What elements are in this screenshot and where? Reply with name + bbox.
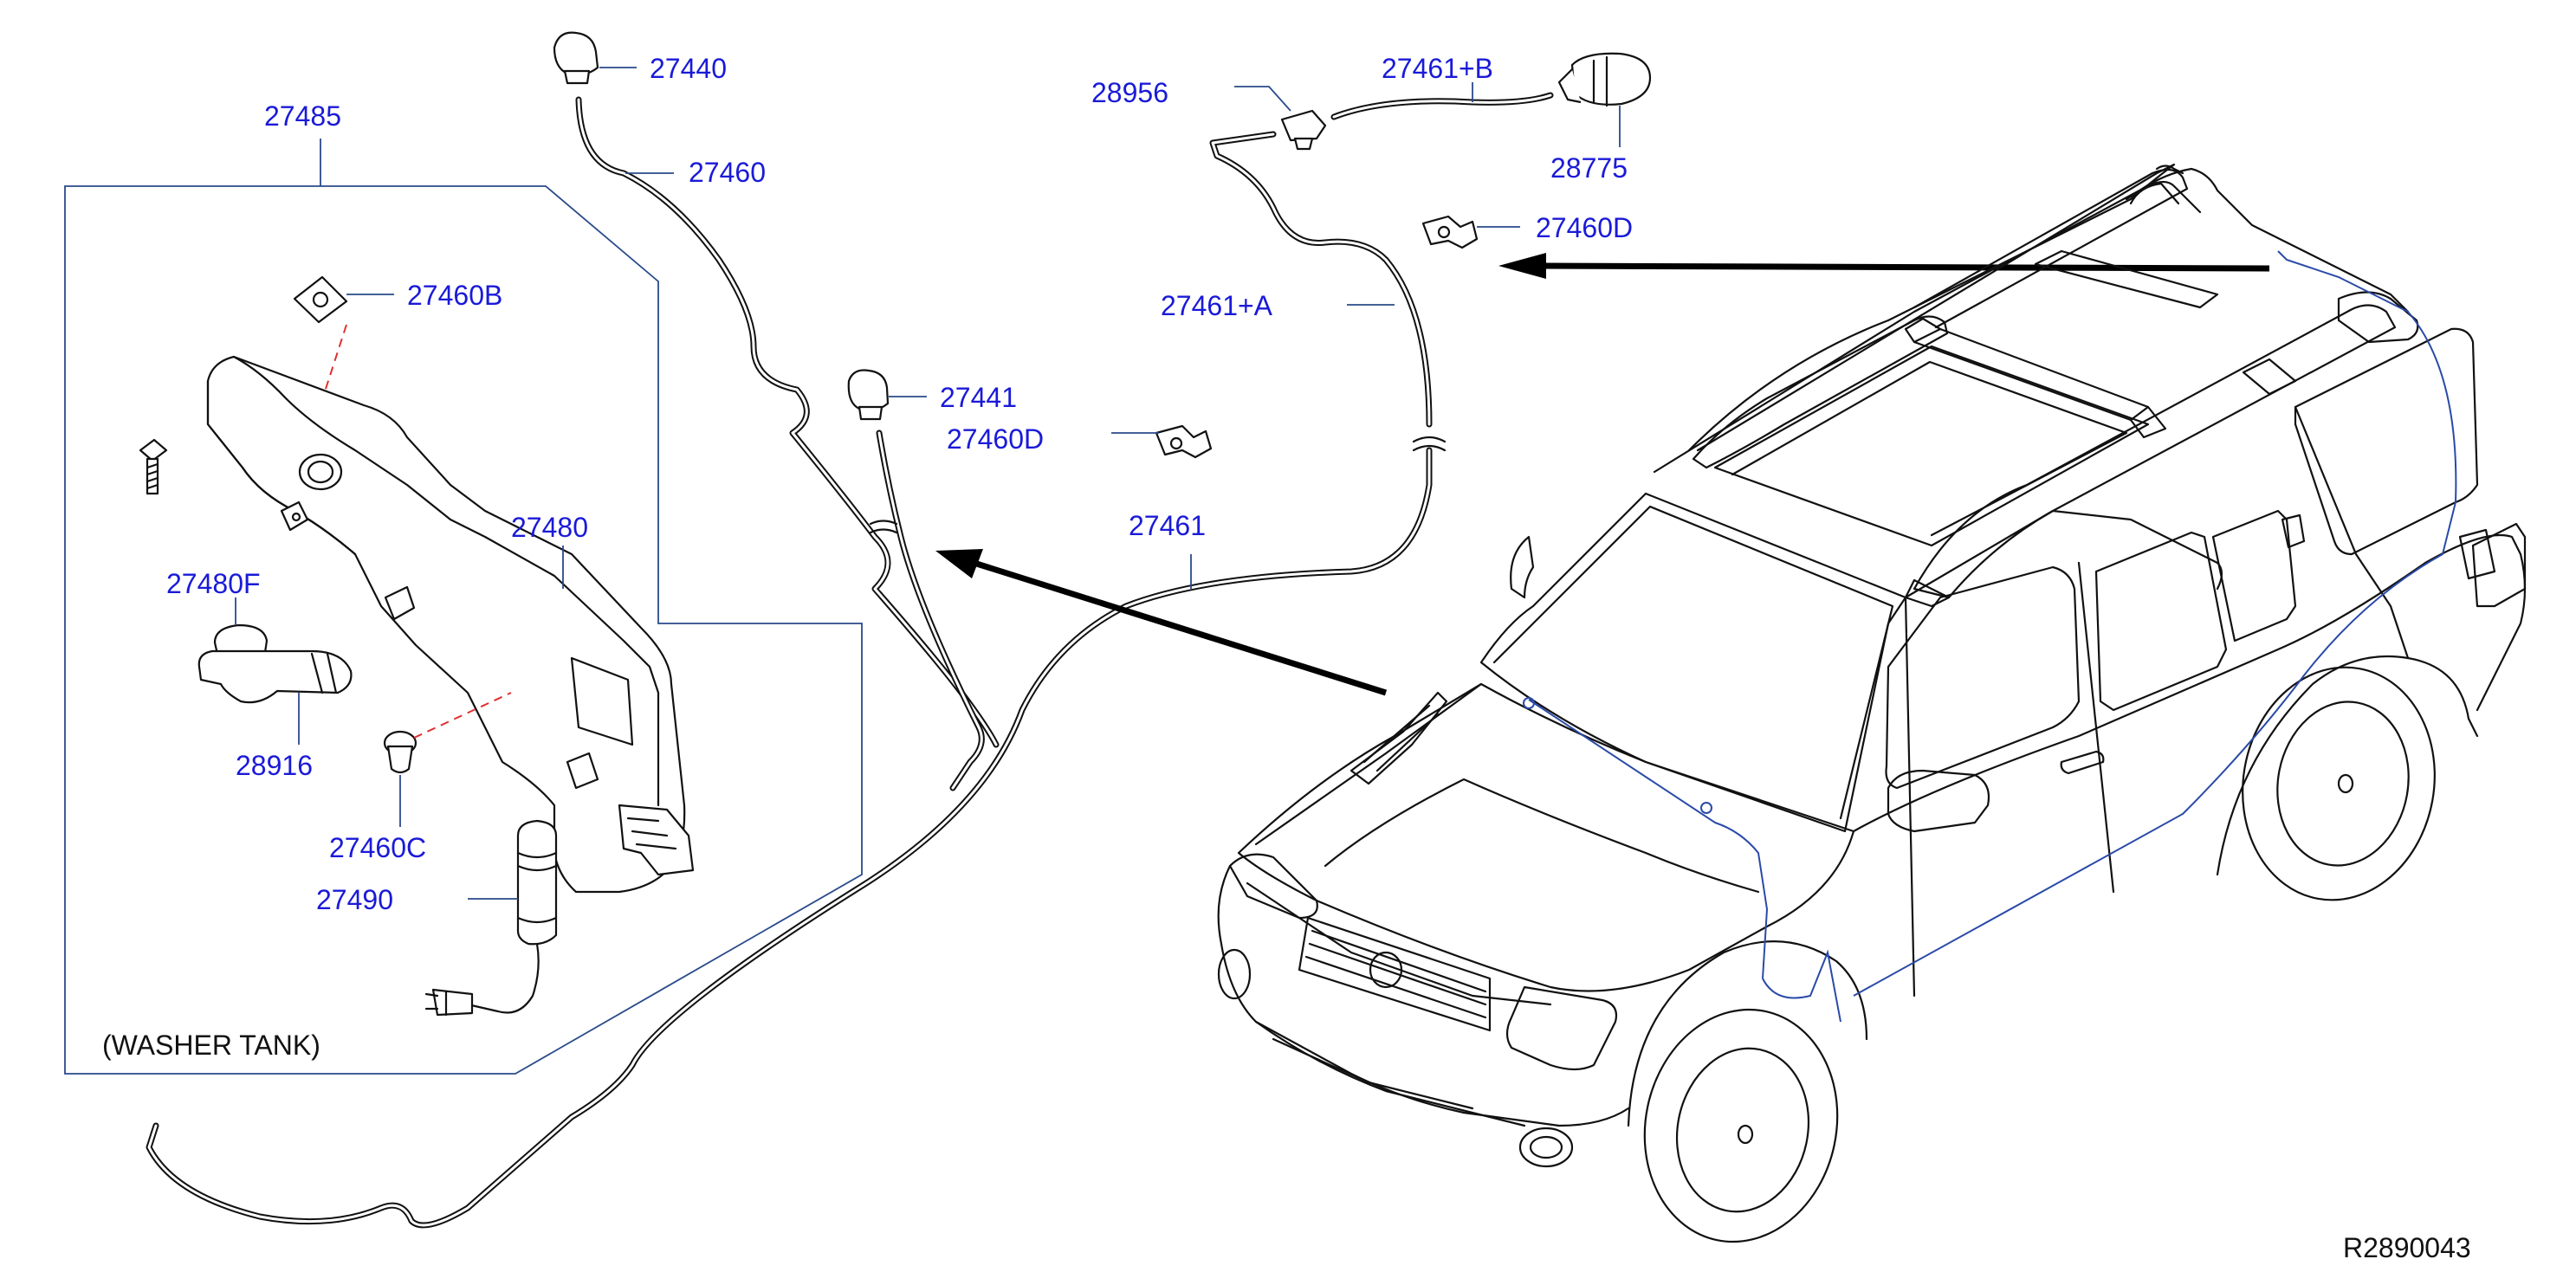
washer-tank-group-frame [64,139,863,1075]
washer-tank-caption: (WASHER TANK) [102,1030,320,1061]
check-valve-28775-icon [1557,52,1652,147]
label-27460d-top: 27460D [1536,212,1633,243]
arrow-to-rear-clip-icon [1498,253,2270,279]
washer-pump-27490-icon [424,819,558,1017]
label-27460d-mid: 27460D [947,423,1044,455]
nozzle-27440-icon [553,31,637,85]
arrow-to-front-nozzle-icon [935,549,1388,696]
label-27461-a: 27461+A [1161,290,1273,321]
vehicle-illustration [1217,163,2527,1243]
label-27440: 27440 [650,53,727,84]
hose-27461-a [1209,131,1433,428]
label-27485: 27485 [264,100,341,132]
label-27480: 27480 [511,512,588,543]
grommet-27460c-icon [383,692,512,827]
label-28956: 28956 [1091,77,1168,108]
label-28775: 28775 [1550,152,1628,184]
hose-27460 [575,96,1000,791]
clip-27460d-top-icon [1421,215,1520,249]
bolt-icon [139,438,168,495]
nozzle-27441-icon [847,369,927,421]
label-27460b: 27460B [407,280,502,311]
clip-27460d-mid-icon [1111,424,1213,459]
filler-cap-27480f-icon [197,597,353,745]
label-27461-b: 27461+B [1382,53,1493,84]
washer-tank-27480-icon [206,355,695,894]
label-27441: 27441 [940,382,1017,413]
label-27461: 27461 [1129,510,1206,541]
label-27490: 27490 [316,884,393,915]
reference-code: R2890043 [2343,1232,2471,1263]
label-27460c: 27460C [329,832,426,863]
grommet-28956-icon [1234,86,1327,151]
label-27480f: 27480F [166,568,261,599]
label-27460: 27460 [689,157,766,188]
hose-27461-b [1330,92,1554,120]
label-28916: 28916 [236,750,313,781]
hose-27461 [146,436,1447,1229]
